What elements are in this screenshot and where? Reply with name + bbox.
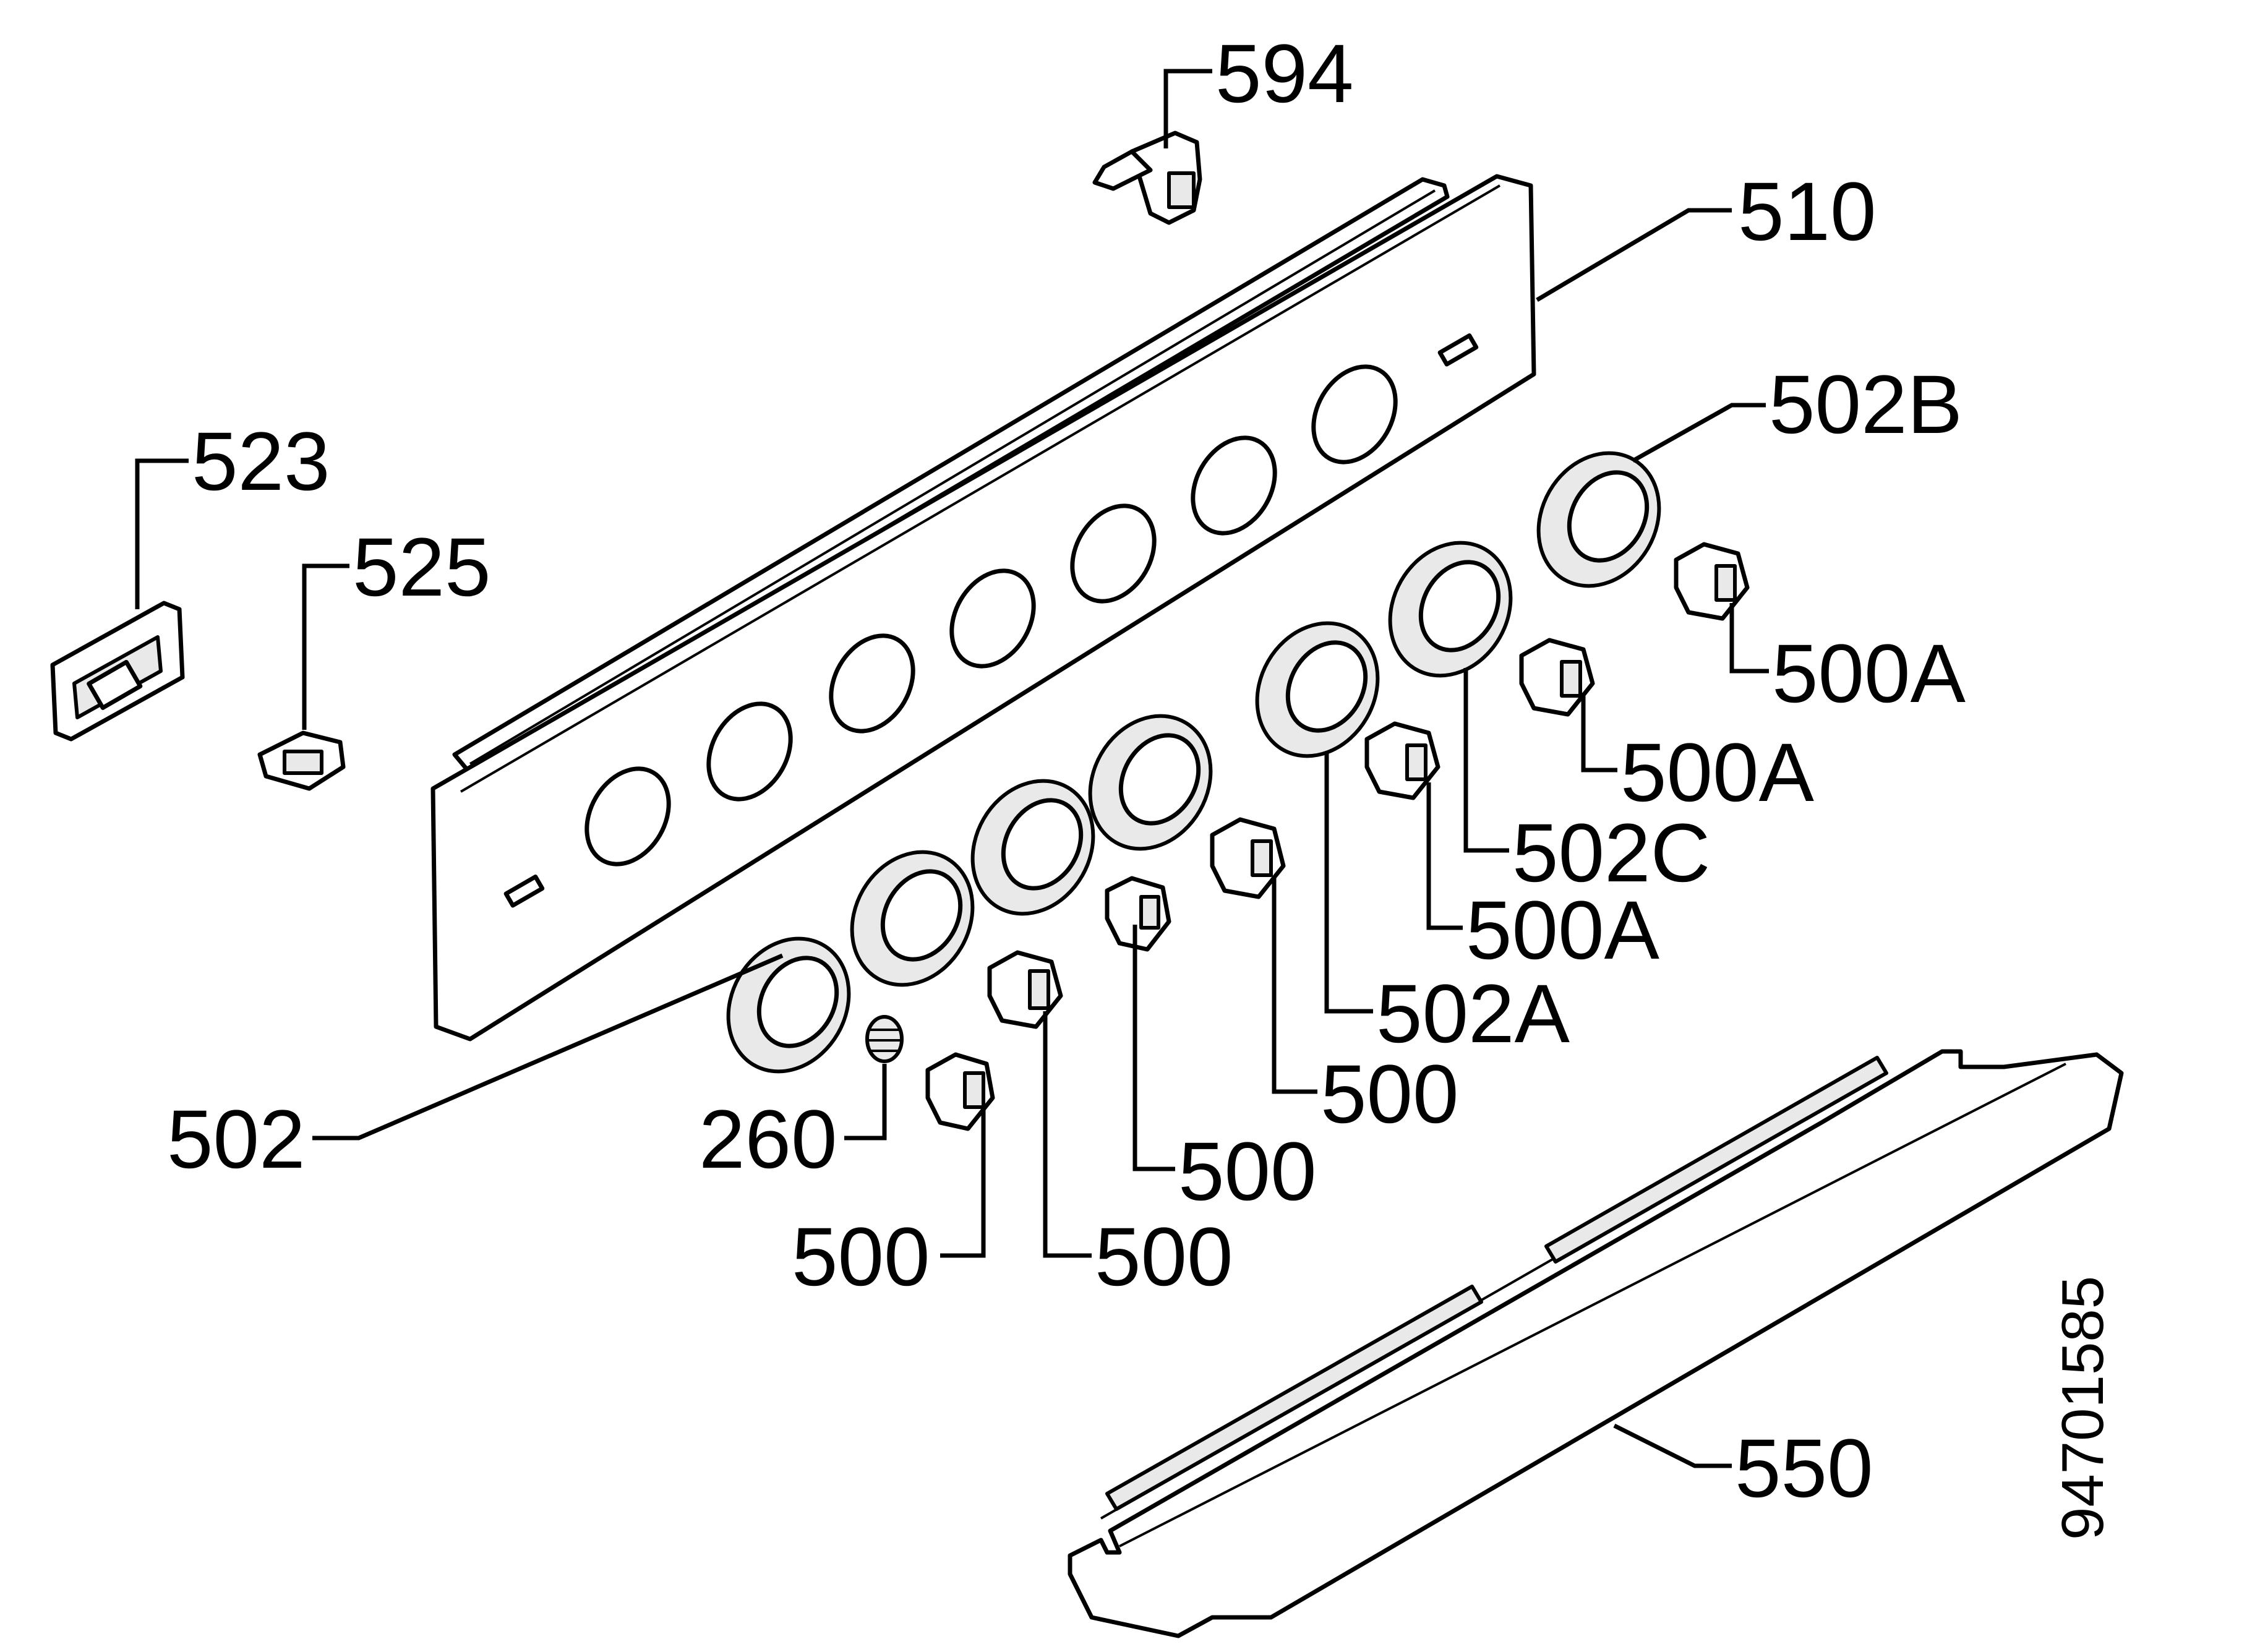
knobs xyxy=(925,542,1750,1131)
label-502B: 502B xyxy=(1769,359,1963,451)
label-523: 523 xyxy=(192,416,330,508)
part-525: 525 xyxy=(257,521,491,791)
label-594: 594 xyxy=(1215,28,1354,120)
knob-500-3 xyxy=(1105,876,1171,952)
panel-slot-left xyxy=(503,874,545,908)
drawing-number: 94701585 xyxy=(2050,1276,2116,1540)
label-502: 502 xyxy=(167,1093,306,1186)
part-594: 594 xyxy=(1092,28,1354,225)
knob-500A-1 xyxy=(1674,542,1750,621)
knob-500A-2 xyxy=(1519,638,1595,717)
label-525: 525 xyxy=(353,521,491,614)
ring-502-4 xyxy=(1088,714,1213,851)
label-500A-1: 500A xyxy=(1772,628,1966,720)
cover-550: 550 xyxy=(1068,1049,2124,1638)
label-500-2: 500 xyxy=(1178,1126,1317,1218)
label-502A: 502A xyxy=(1376,968,1570,1060)
knob-500-1 xyxy=(925,1052,995,1131)
label-510: 510 xyxy=(1738,166,1877,258)
ring-502C xyxy=(1388,541,1513,678)
label-500A-3: 500A xyxy=(1466,884,1660,977)
part-523: 523 xyxy=(50,416,330,742)
ring-502-2 xyxy=(850,850,975,987)
spring-260 xyxy=(865,1015,904,1063)
knob-500-2 xyxy=(987,950,1063,1029)
control-panel-510: 510 xyxy=(430,166,1877,1042)
ring-502 xyxy=(726,936,851,1074)
knob-500-4 xyxy=(1210,817,1286,899)
label-500A-2: 500A xyxy=(1620,727,1815,819)
label-260: 260 xyxy=(699,1093,837,1186)
ring-502B xyxy=(1536,451,1661,588)
label-502C: 502C xyxy=(1512,807,1710,899)
knob-500A-3 xyxy=(1364,721,1440,800)
label-500-1: 500 xyxy=(1320,1048,1459,1141)
label-550: 550 xyxy=(1735,1423,1873,1515)
label-500-3: 500 xyxy=(792,1211,930,1303)
label-500-4: 500 xyxy=(1095,1211,1233,1303)
ring-502-3 xyxy=(970,779,1095,916)
panel-slot-right xyxy=(1437,333,1479,367)
panel-holes xyxy=(584,364,1398,867)
callouts: 502B 500A 500A 502C 500A 502A 500 500 50… xyxy=(167,359,1966,1303)
ring-502A xyxy=(1255,621,1380,758)
